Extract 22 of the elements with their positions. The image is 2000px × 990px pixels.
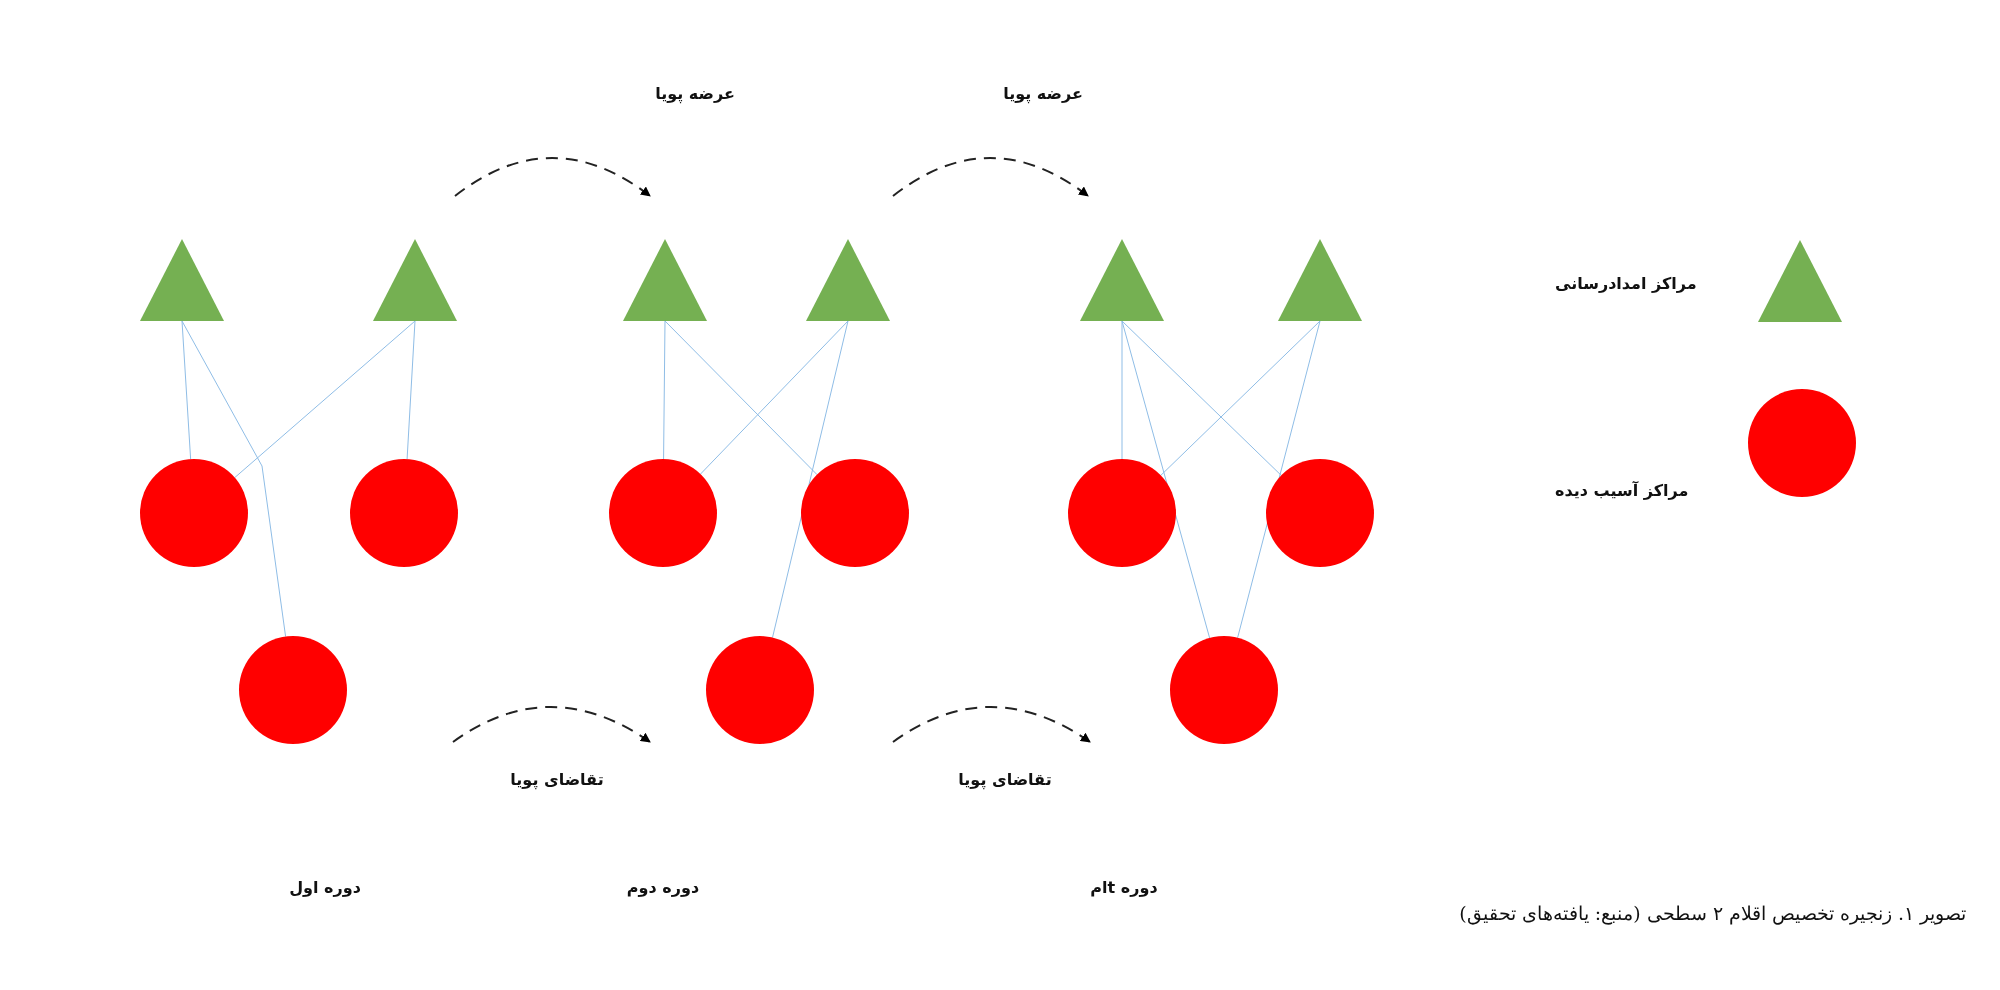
connector-line — [663, 320, 666, 460]
legend-label: مراکز امدادرسانی — [1555, 273, 1697, 293]
connector-line — [1121, 320, 1282, 476]
connector-line — [234, 320, 416, 479]
connector-line — [699, 320, 849, 475]
period-label: دوره دوم — [626, 877, 700, 897]
period-label: دوره tام — [1090, 877, 1158, 897]
arrow-label: عرضه پویا — [1003, 83, 1083, 103]
connector-line — [1121, 320, 1123, 460]
arrow-label: تقاضای پویا — [958, 769, 1052, 789]
connector-line — [181, 320, 287, 637]
figure-caption: تصویر ۱. زنجیره تخصیص اقلام ۲ سطحی (منبع: یافته‌های تحقیق) — [1459, 902, 1966, 924]
arrow-label: عرضه پویا — [655, 83, 735, 103]
connector-line — [181, 320, 192, 460]
legend-label: مراکز آسیب دیده — [1555, 480, 1689, 500]
period-label: دوره اول — [289, 877, 361, 897]
connector-line — [1121, 320, 1211, 639]
connector-line — [1160, 320, 1321, 476]
connector-line — [406, 320, 416, 460]
connector-line — [772, 320, 849, 638]
connector-line — [664, 320, 818, 476]
arrow-label: تقاضای پویا — [510, 769, 604, 789]
